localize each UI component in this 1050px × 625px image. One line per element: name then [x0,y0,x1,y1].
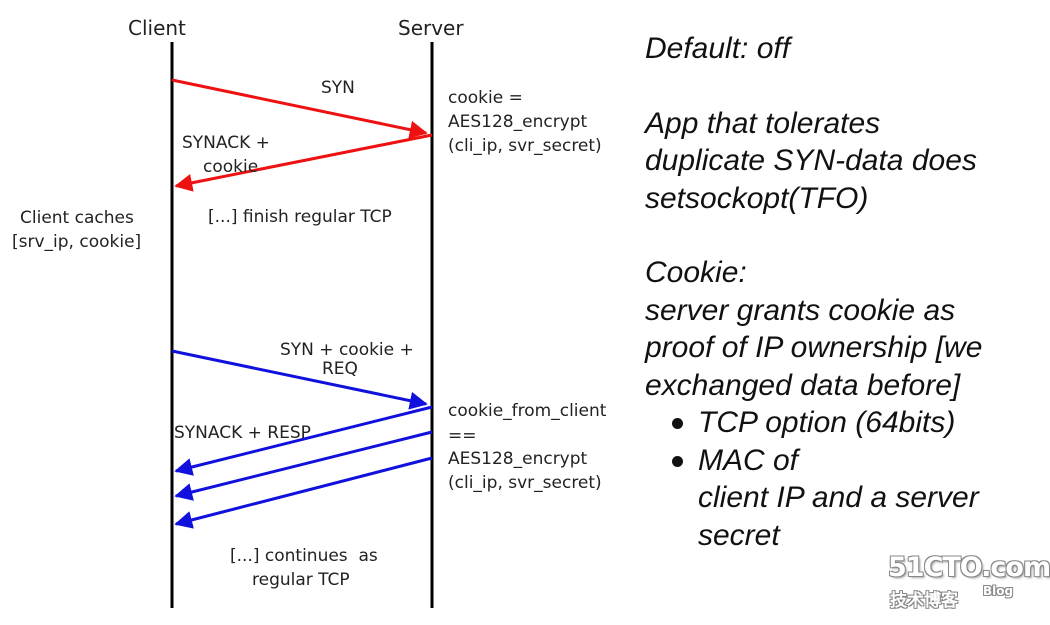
syn-cookie-req-line1: SYN + cookie + [280,340,414,360]
tcp-fast-open-sequence-diagram: Client Server SYN SYNACK + cookie cookie… [12,16,607,608]
note-default: Default: off [645,32,791,65]
cookie-check-line3: AES128_encrypt [448,449,588,469]
note-bullet-mac-cont1: client IP and a server [698,481,979,514]
server-cookie-line3: (cli_ip, svr_secret) [448,136,602,156]
watermark-subtitle: 技术博客 [890,591,958,611]
synack-resp-arrow-3 [174,456,433,529]
synack-cookie-label-line2: cookie [203,157,258,177]
syn-arrow [171,78,428,139]
note-cookie-line3: exchanged data before] [645,368,961,402]
finish-regular-tcp-label: [...] finish regular TCP [208,207,392,227]
note-app-line2: duplicate SYN-data does [645,144,977,177]
syn-cookie-req-line2: REQ [322,359,358,379]
note-bullet-mac: MAC of [672,442,1030,480]
notes-panel: Default: off App that tolerates duplicat… [645,30,1030,554]
synack-cookie-label-line1: SYNACK + [182,133,270,153]
note-bullet-list: TCP option (64bits) MAC of [645,404,1030,479]
synack-cookie-arrow [174,133,433,192]
note-bullet-mac-cont2: secret [698,518,780,552]
note-bullet-tcp-option: TCP option (64bits) [672,404,1030,442]
synack-resp-arrow-1 [174,405,433,476]
watermark-logo: 51CTO.com 技术博客 Blog [888,552,1050,612]
synack-resp-label: SYNACK + RESP [174,423,311,443]
continues-line1: [...] continues as [230,546,378,566]
client-header: Client [128,16,186,40]
client-caches-line1: Client caches [20,208,134,228]
watermark-logo-text: 51CTO.com [888,552,1050,583]
watermark-blog: Blog [983,584,1014,598]
cookie-check-line2: == [448,426,477,446]
note-cookie-title: Cookie: [645,256,747,289]
cookie-check-line4: (cli_ip, svr_secret) [448,473,602,493]
note-app-line3: setsockopt(TFO) [645,181,869,215]
continues-line2: regular TCP [252,570,350,590]
note-cookie-line2: proof of IP ownership [we [645,331,983,364]
server-cookie-line1: cookie = [448,88,523,108]
note-cookie-line1: server grants cookie as [645,293,956,327]
synack-resp-arrow-2 [174,430,433,501]
syn-label: SYN [321,78,355,98]
note-app-line1: App that tolerates [645,106,881,140]
cookie-check-line1: cookie_from_client [448,401,607,421]
server-header: Server [398,16,464,40]
server-cookie-line2: AES128_encrypt [448,112,588,132]
syn-cookie-req-arrow [171,349,428,410]
client-caches-line2: [srv_ip, cookie] [12,232,141,252]
